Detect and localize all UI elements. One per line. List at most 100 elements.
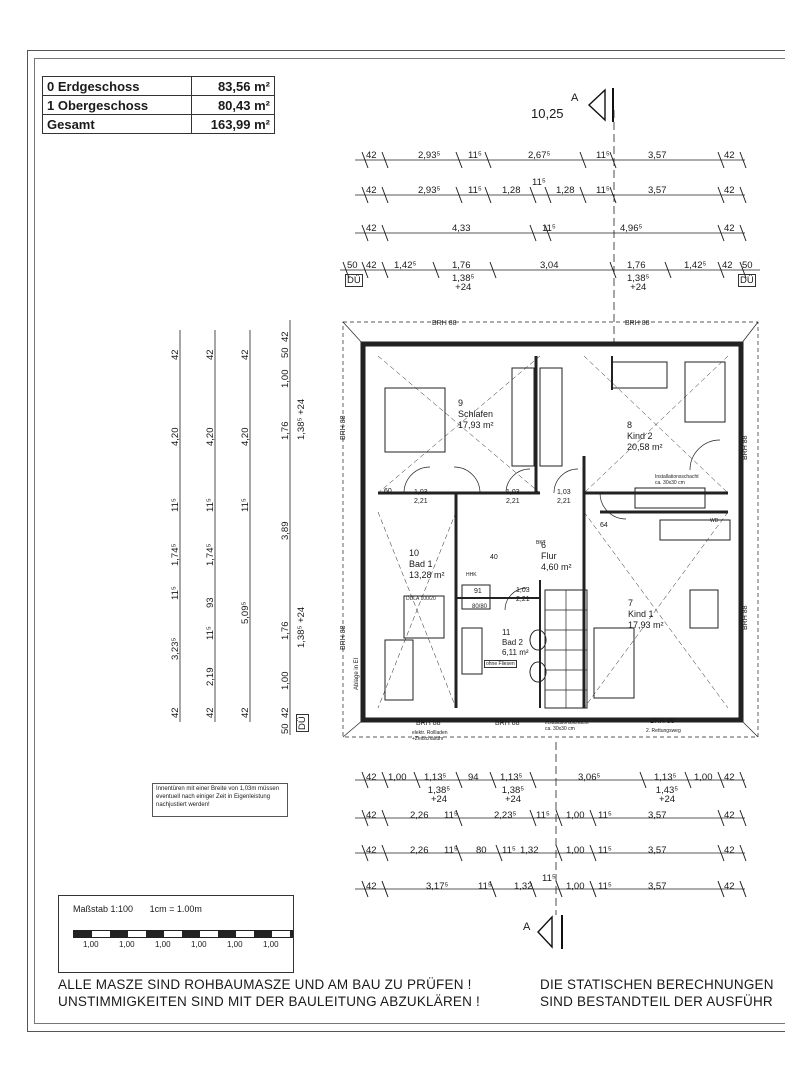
scale-tick-label: 1,00 [83, 940, 99, 949]
dim-top-r3: 11⁵ [542, 223, 556, 234]
dim-bottom-r1: 42 [366, 772, 377, 783]
room-7: 7 Kind 1 17,93 m² [628, 598, 664, 631]
rettungsweg-label: 2. Rettungsweg [646, 728, 681, 734]
dim-top-r4: 1,76 [627, 260, 646, 271]
area-value: 83,56 m² [191, 76, 275, 96]
scale-bar [73, 930, 293, 938]
dim-top-r1: 11⁵ [596, 150, 610, 161]
dusche-label: DDLA 100/20 [406, 596, 436, 602]
brh-label: BRH 88 [650, 718, 675, 725]
dim-40: 40 [490, 554, 498, 561]
drawing-inner-border [34, 58, 785, 1024]
dim-bottom-r4: 11⁵ [598, 881, 612, 892]
dim-91: 91 [474, 588, 482, 595]
dim-bottom-r3: 11⁵ [502, 845, 516, 856]
dim-bottom-r4: 1,00 [566, 881, 585, 892]
room-name: Kind 1 [628, 609, 654, 619]
dim-bottom-r2: 3,57 [648, 810, 667, 821]
du-label: DÜ [345, 274, 363, 287]
dim-bottom-r2: 11⁵ [444, 810, 458, 821]
dim-top-r4: 50 [347, 260, 358, 271]
dim-bottom-r4: 1,32 [514, 881, 533, 892]
room-10: 10 Bad 1 13,28 m² [409, 548, 445, 581]
room-8: 8 Kind 2 20,58 m² [627, 420, 663, 453]
drawing-sheet-border [27, 50, 785, 1032]
area-table: 0 Erdgeschoss 83,56 m² 1 Obergeschoss 80… [42, 76, 275, 134]
dim-bottom-r4: 42 [724, 881, 735, 892]
rolladen-label: elektr. Rollladen +Zeitschaltuhr [412, 730, 448, 742]
dim-top-r1: 11⁵ [468, 150, 482, 161]
room-area: 17,93 m² [458, 420, 494, 430]
room-name: Schlafen [458, 409, 494, 419]
room-11: 11 Bad 2 6,11 m² [502, 628, 529, 658]
footer-right-line2: SIND BESTANDTEIL DER AUSFÜHR [540, 994, 773, 1009]
section-arrow-top-icon [587, 88, 614, 122]
door-dim: 1,03 2,21 [506, 489, 520, 505]
dim-top-r1: 2,67⁵ [528, 150, 551, 161]
dim-bottom-r1: 1,00 [388, 772, 407, 783]
scale-ratio-label: Maßstab 1:100 [73, 904, 134, 914]
dim-top-r4: 42 [722, 260, 733, 271]
room-name: Flur [541, 551, 557, 561]
dim-top-r3: 4,96⁵ [620, 223, 643, 234]
room-name: Bad 2 [502, 638, 523, 647]
dim-bottom-r3: 11⁵ [598, 845, 612, 856]
scale-tick-label: 1,00 [155, 940, 171, 949]
dim-top-r3: 42 [724, 223, 735, 234]
dim-60: 60 [384, 488, 392, 495]
dim-top-r2: 3,57 [648, 185, 667, 196]
scale-tick-label: 1,00 [263, 940, 279, 949]
dim-top-r4: 50 [742, 260, 753, 271]
dim-bottom-r1: 94 [468, 772, 479, 783]
ohne-fliesen-label: ohne Fliesen [484, 660, 517, 668]
door-dim: 1,03 2,21 [414, 489, 428, 505]
dim-top-r2: 11⁵ [596, 185, 610, 196]
room-9: 9 Schlafen 17,93 m² [458, 398, 494, 431]
door-dim: 1,03 2,21 [557, 489, 571, 505]
area-value: 163,99 m² [191, 114, 275, 134]
wd-label: WD [710, 518, 719, 524]
du-label: DÜ [738, 274, 756, 287]
dim-bottom-r1: 42 [724, 772, 735, 783]
dim-top-r4: 42 [366, 260, 377, 271]
room-area: 17,93 m² [628, 620, 664, 630]
window-dim: 1,38⁵ +24 [627, 273, 650, 293]
window-dim-bottom: 1,43⁵ +24 [655, 785, 679, 805]
dim-top-r2: 11⁵ [532, 177, 546, 188]
dim-top-r1: 42 [366, 150, 377, 161]
installationsschacht-label: Installationsschacht ca. 30x30 cm [655, 474, 699, 486]
room-name: Kind 2 [627, 431, 653, 441]
dim-bottom-r4: 3,57 [648, 881, 667, 892]
room-number: 8 [627, 420, 633, 430]
dim-bottom-r3: 42 [724, 845, 735, 856]
dim-bottom-r1: 1,00 [694, 772, 713, 783]
dim-top-r2: 42 [724, 185, 735, 196]
bkt-label: BKT [536, 540, 546, 546]
dim-bottom-r2: 2,23⁵ [494, 810, 517, 821]
room-area: 13,28 m² [409, 570, 445, 580]
dim-bottom-r4: 11⁵ [478, 881, 492, 892]
scale-cm-label: 1cm = 1.00m [149, 904, 202, 914]
dim-bottom-r2: 42 [366, 810, 377, 821]
section-marker-top-label: A [571, 92, 579, 104]
room-area: 6,11 m² [502, 648, 529, 657]
dim-80-80: 80/80 [472, 604, 488, 610]
dim-bottom-r3: 1,32 [520, 845, 539, 856]
dim-bottom-r1: 1,13⁵ [424, 772, 447, 783]
dim-top-r2: 1,28 [502, 185, 521, 196]
dim-bottom-r2: 11⁵ [598, 810, 612, 821]
dim-top-r3: 42 [366, 223, 377, 234]
dim-top-r3: 4,33 [452, 223, 471, 234]
dim-bottom-r3: 3,57 [648, 845, 667, 856]
dim-bottom-r4: 11⁵ [542, 873, 556, 884]
dim-top-r2: 1,28 [556, 185, 575, 196]
dim-bottom-r3: 1,00 [566, 845, 585, 856]
dim-bottom-r2: 11⁵ [536, 810, 550, 821]
dim-top-r4: 3,04 [540, 260, 559, 271]
footer-right-line1: DIE STATISCHEN BERECHNUNGEN [540, 977, 774, 992]
section-arrow-bottom-icon [537, 915, 563, 949]
room-number: 11 [502, 628, 511, 637]
window-dim: 1,38⁵ +24 [452, 273, 475, 293]
